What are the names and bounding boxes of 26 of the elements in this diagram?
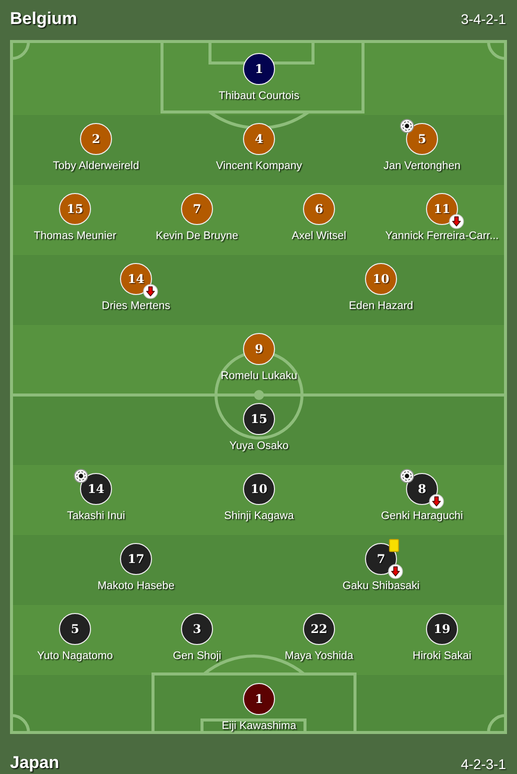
player-name: Makoto Hasebe [97,580,175,593]
player-name: Thibaut Courtois [218,90,300,103]
player-name: Romelu Lukaku [220,370,298,383]
player-name: Yuya Osako [229,440,289,453]
player-name: Axel Witsel [292,230,346,243]
player-name: Eden Hazard [348,300,414,313]
player-name: Toby Alderweireld [52,160,140,173]
player-name: Gen Shoji [172,650,222,663]
player-name: Eiji Kawashima [222,720,296,733]
player-name: Dries Mertens [102,300,170,313]
player-name: Kevin De Bruyne [156,230,238,243]
player-name: Hiroki Sakai [412,650,472,663]
team-name: Japan [10,753,60,773]
player-name: Takashi Inui [66,510,126,523]
formation-label: 4-2-3-1 [460,756,506,772]
player-name: Shinji Kagawa [224,510,294,523]
player-name: Jan Vertonghen [383,160,461,173]
player-name: Maya Yoshida [284,650,354,663]
player-name: Thomas Meunier [34,230,116,243]
formation-label: 3-4-2-1 [460,11,506,27]
player-name: Gaku Shibasaki [342,580,420,593]
player-name: Genki Haraguchi [381,510,463,523]
player-name: Yannick Ferreira-Carr... [385,230,499,243]
team-name: Belgium [10,9,78,29]
player-name: Yuto Nagatomo [37,650,113,663]
player-name: Vincent Kompany [216,160,302,173]
